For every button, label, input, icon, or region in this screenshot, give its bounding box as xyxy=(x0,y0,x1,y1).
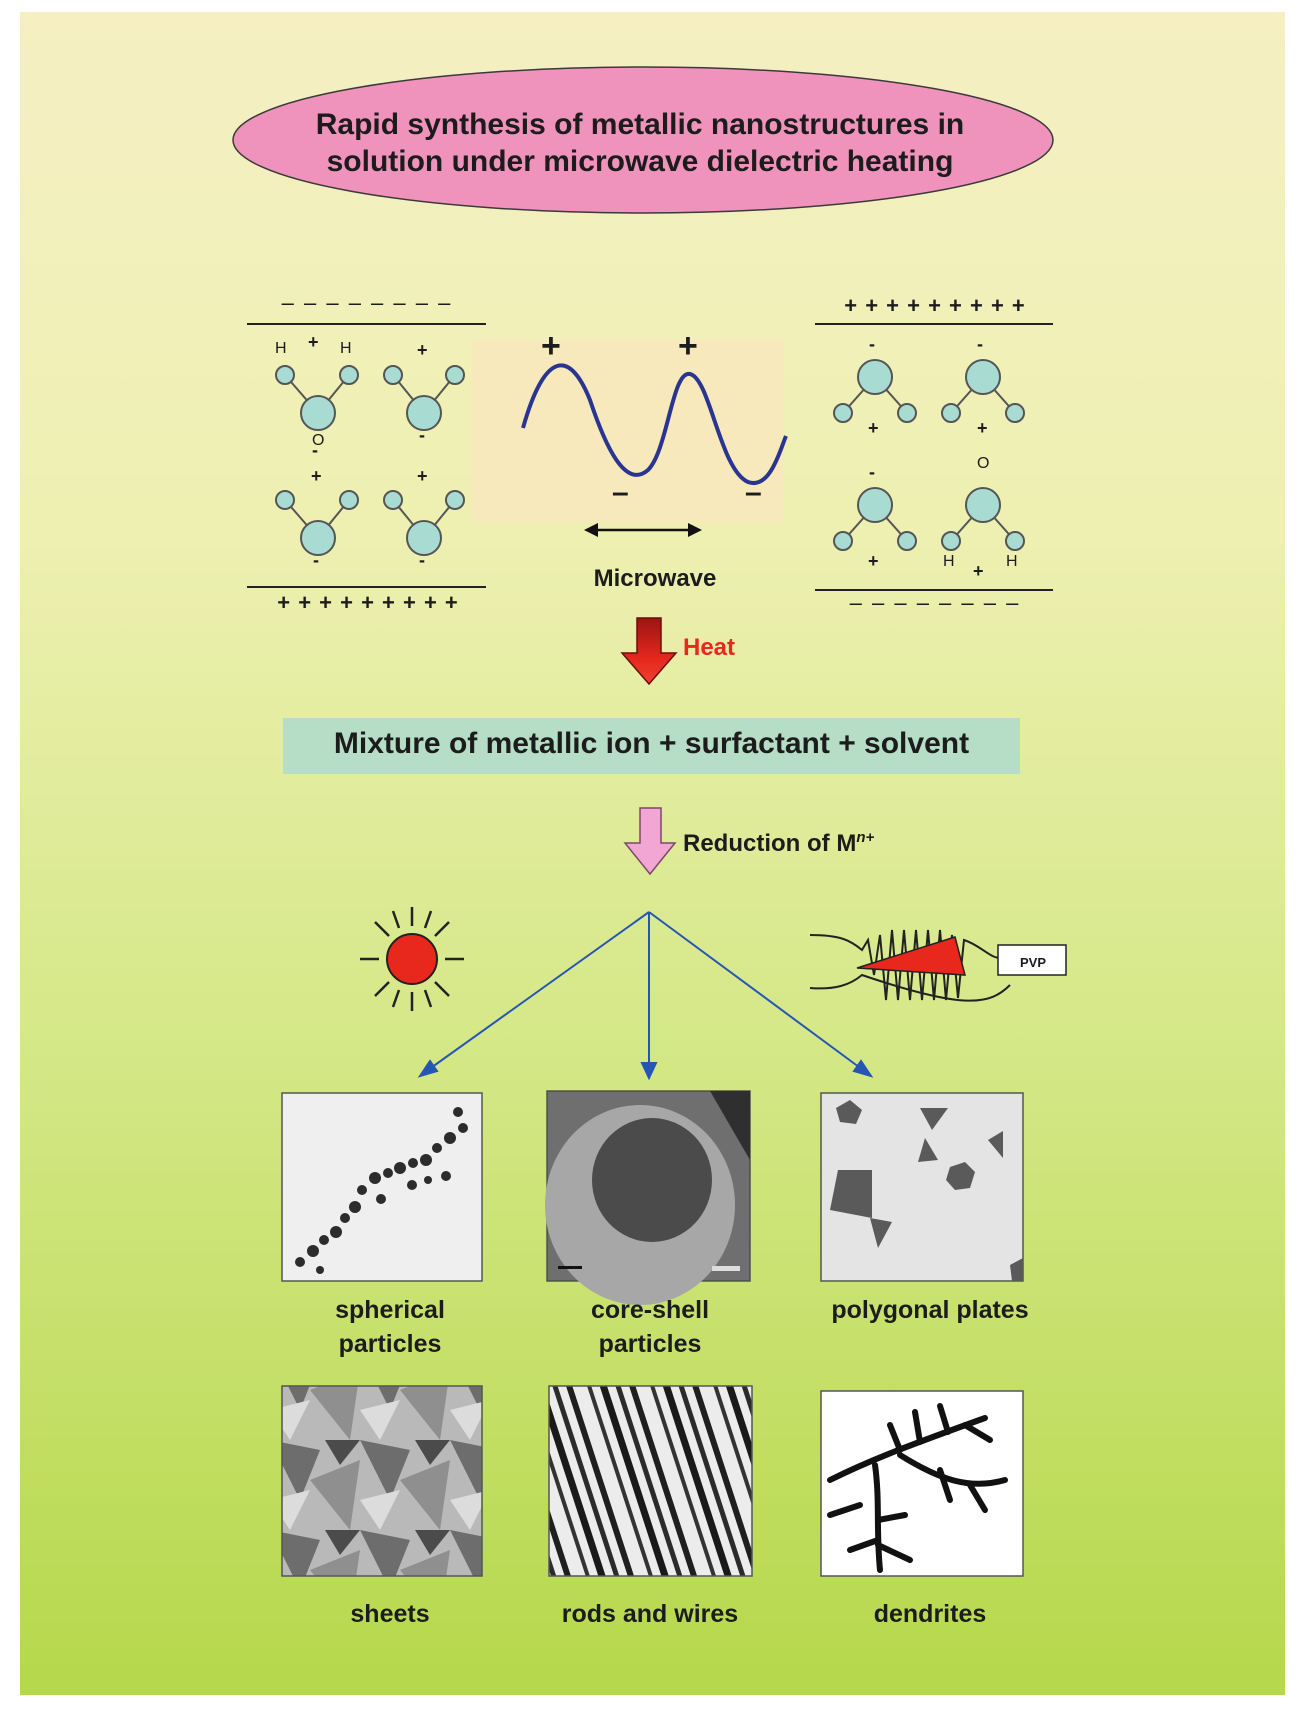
reduction-superscript: n+ xyxy=(856,829,875,846)
left-minus-label-2: - xyxy=(419,425,425,445)
right-h-label-1: H xyxy=(943,553,955,570)
reduction-arrow xyxy=(623,807,677,876)
right-plus-label-4: + xyxy=(973,561,984,581)
right-bottom-charges: – – – – – – – – xyxy=(849,590,1021,615)
right-h-label-2: H xyxy=(1006,553,1018,570)
branch-arrows xyxy=(417,911,874,1081)
title-line-2: solution under microwave dielectric heat… xyxy=(326,145,954,178)
micrograph-core-shell-particles xyxy=(545,1090,751,1305)
right-top-charges: + + + + + + + + + xyxy=(844,293,1026,318)
left-minus-label-4: - xyxy=(419,550,425,570)
caption-line-2: particles xyxy=(338,1330,442,1358)
left-top-charges: – – – – – – – – xyxy=(281,290,453,315)
left-o-label: O xyxy=(312,432,325,449)
caption-line-1: rods and wires xyxy=(561,1600,739,1628)
right-minus-label-3: - xyxy=(869,462,875,482)
reduction-label: Reduction of Mn+ xyxy=(683,829,874,858)
left-plus-label-2: + xyxy=(417,340,428,360)
left-plus-label-3: + xyxy=(311,466,322,486)
micrograph-polygonal-plates xyxy=(820,1092,1024,1282)
right-plus-label-2: + xyxy=(977,418,988,438)
pvp-polymer-icon xyxy=(809,929,1067,1002)
right-minus-label-1: - xyxy=(869,334,875,354)
caption-line-1: spherical xyxy=(335,1296,445,1324)
left-water-molecules xyxy=(275,365,465,556)
caption-dendrites: dendrites xyxy=(820,1597,1040,1631)
left-minus-label-1: - xyxy=(312,440,318,460)
microwave-label: Microwave xyxy=(593,565,717,592)
caption-core-shell-particles: core-shell particles xyxy=(550,1293,750,1361)
left-h-label-2: H xyxy=(340,340,352,357)
pvp-label: PVP xyxy=(1019,955,1046,970)
left-bottom-charges: + + + + + + + + + xyxy=(277,590,459,615)
micrograph-sheets xyxy=(281,1385,483,1577)
left-plus-label-1: + xyxy=(308,332,319,352)
caption-line-1: polygonal plates xyxy=(831,1296,1029,1324)
wave-minus-2: – xyxy=(745,476,762,509)
micrograph-dendrites xyxy=(820,1390,1024,1577)
wavelength-arrowhead-right xyxy=(688,523,702,537)
wave-plus-2: + xyxy=(678,327,698,365)
caption-spherical-particles: spherical particles xyxy=(290,1293,490,1361)
right-plus-label-3: + xyxy=(868,551,879,571)
right-o-label: O xyxy=(977,455,990,472)
caption-line-2: particles xyxy=(598,1330,702,1358)
caption-sheets: sheets xyxy=(290,1597,490,1631)
microwave-wave xyxy=(521,363,788,485)
mixture-box xyxy=(283,718,1020,774)
left-minus-label-3: - xyxy=(313,550,319,570)
left-h-label-1: H xyxy=(275,340,287,357)
right-water-molecules xyxy=(833,359,1025,551)
right-plus-label-1: + xyxy=(868,418,879,438)
wavelength-arrowhead-left xyxy=(584,523,598,537)
reduction-text: Reduction of M xyxy=(683,830,857,857)
title-line-1: Rapid synthesis of metallic nanostructur… xyxy=(315,108,965,141)
caption-line-1: sheets xyxy=(350,1600,430,1628)
wave-plus-1: + xyxy=(541,327,561,365)
left-plus-label-4: + xyxy=(417,466,428,486)
caption-rods-and-wires: rods and wires xyxy=(540,1597,760,1631)
heat-label: Heat xyxy=(683,634,736,661)
title-ellipse xyxy=(232,66,1054,214)
mixture-label: Mixture of metallic ion + surfactant + s… xyxy=(333,727,970,760)
caption-polygonal-plates: polygonal plates xyxy=(810,1293,1050,1327)
heat-arrow xyxy=(620,617,678,686)
caption-line-1: dendrites xyxy=(873,1600,987,1628)
wave-minus-1: – xyxy=(612,476,629,509)
sun-icon xyxy=(360,907,464,1011)
micrograph-rods-and-wires xyxy=(548,1385,753,1577)
caption-line-1: core-shell xyxy=(590,1296,710,1324)
right-minus-label-2: - xyxy=(977,334,983,354)
micrograph-spherical-particles xyxy=(281,1092,483,1282)
microwave-panel xyxy=(472,340,784,522)
